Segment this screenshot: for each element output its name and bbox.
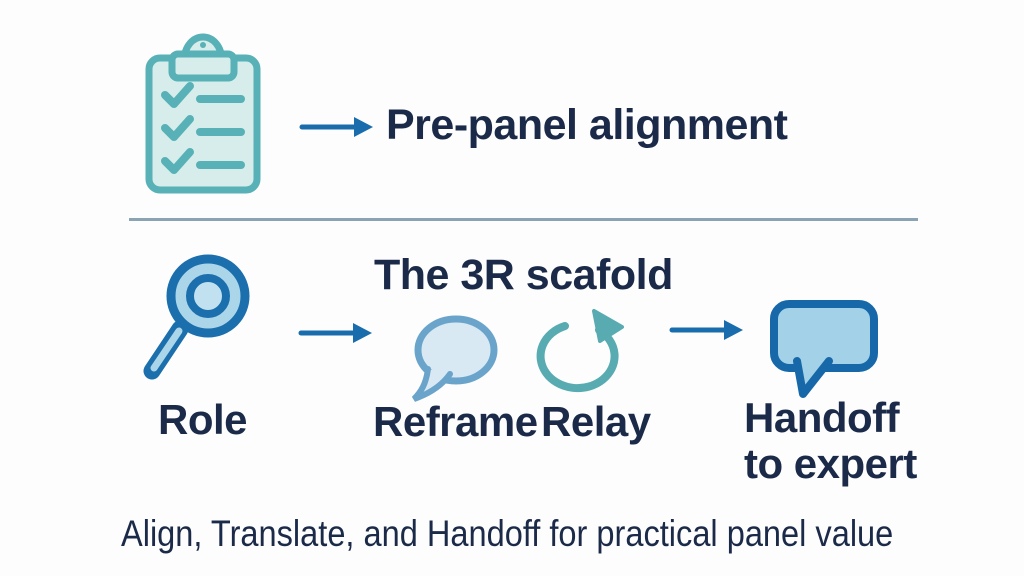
handoff-bubble-icon (769, 299, 879, 401)
magnifier-icon (140, 247, 252, 399)
summary-caption: Align, Translate, and Handoff for practi… (121, 513, 894, 554)
scaffold-title: The 3R scafold (374, 251, 673, 299)
handoff-label: Handoff to expert (744, 395, 917, 487)
arrow-right-icon (298, 320, 374, 346)
arrow-right-icon (669, 317, 745, 343)
section-divider (129, 218, 918, 221)
handoff-label-line1: Handoff (744, 394, 900, 441)
relay-label: Relay (541, 398, 651, 445)
checklist-clipboard-icon (145, 32, 261, 196)
pre-panel-alignment-label: Pre-panel alignment (386, 101, 788, 149)
handoff-label-line2: to expert (744, 440, 917, 487)
role-label: Role (158, 396, 248, 443)
reframe-label: Reframe (373, 398, 538, 445)
speech-bubble-icon (411, 312, 499, 402)
relay-cycle-icon (532, 302, 624, 400)
arrow-right-icon (299, 114, 375, 140)
